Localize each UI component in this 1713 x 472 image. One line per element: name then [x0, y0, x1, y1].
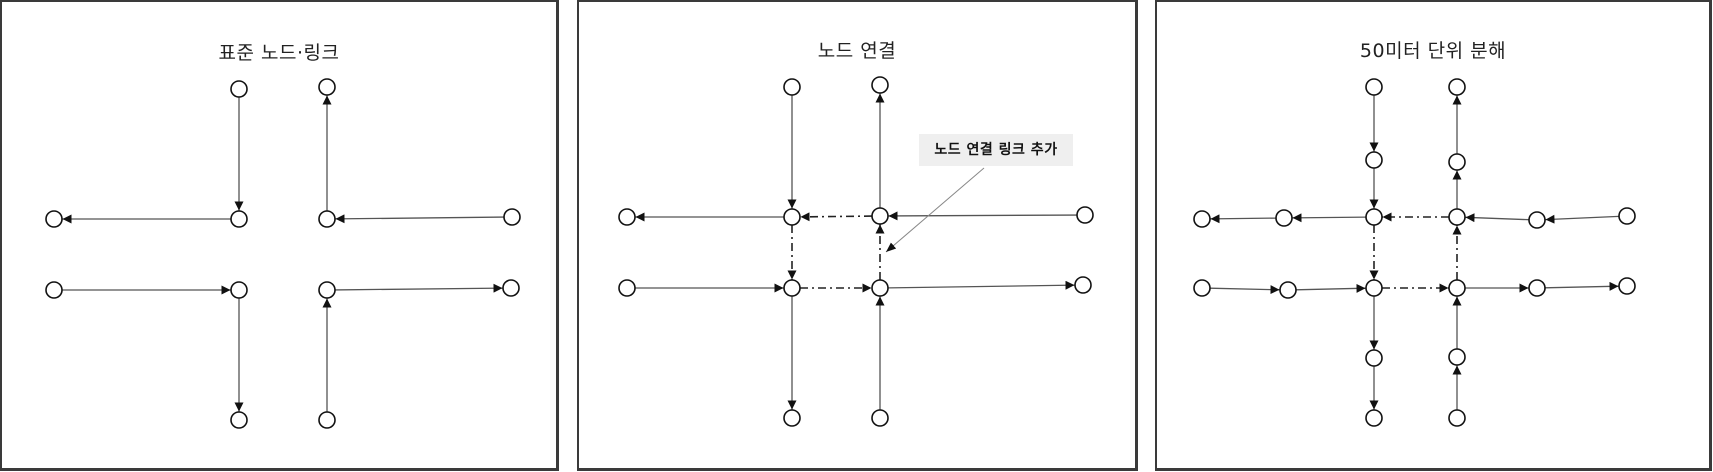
node-circle-icon	[1448, 409, 1466, 427]
node-circle-icon	[318, 281, 336, 299]
panel-decompose-50m: 50미터 단위 분해	[1155, 0, 1712, 471]
link	[1210, 214, 1277, 224]
node-circle-icon	[1448, 208, 1466, 226]
node-circle-icon	[871, 409, 889, 427]
callout-leader-layer	[885, 167, 985, 253]
link	[1209, 285, 1280, 295]
panel-node-connection: 노드 연결	[577, 0, 1138, 471]
node-circle-icon	[783, 279, 801, 297]
node-circle-icon	[502, 279, 520, 297]
link	[1292, 213, 1367, 223]
node-circle-icon	[1618, 207, 1636, 225]
node-circle-icon	[318, 78, 336, 96]
link	[1295, 283, 1366, 293]
link	[888, 211, 1078, 221]
node-circle-icon	[1365, 151, 1383, 169]
node-circle-icon	[871, 279, 889, 297]
links-layer	[62, 93, 1620, 412]
node-circle-icon	[1076, 206, 1094, 224]
link	[1544, 281, 1619, 291]
node-circle-icon	[230, 210, 248, 228]
link	[887, 280, 1075, 290]
panel-title-decompose-50m: 50미터 단위 분해	[1359, 40, 1507, 62]
node-circle-icon	[318, 210, 336, 228]
panel-title-standard: 표준 노드·링크	[218, 42, 340, 64]
node-circle-icon	[618, 208, 636, 226]
link	[1545, 214, 1620, 224]
node-circle-icon	[1193, 210, 1211, 228]
node-circle-icon	[45, 281, 63, 299]
node-circle-icon	[503, 208, 521, 226]
link	[335, 214, 505, 224]
panel-standard: 표준 노드·링크	[0, 0, 559, 471]
node-circle-icon	[230, 281, 248, 299]
callout-leader-arrow	[885, 167, 985, 253]
node-circle-icon	[318, 411, 336, 429]
callout-label-add-connection-link: 노드 연결 링크 추가	[919, 134, 1073, 166]
node-circle-icon	[871, 76, 889, 94]
link	[334, 283, 503, 293]
node-circle-icon	[1275, 209, 1293, 227]
node-circle-icon	[1365, 409, 1383, 427]
link	[1465, 213, 1530, 223]
node-circle-icon	[1074, 276, 1092, 294]
node-circle-icon	[1365, 208, 1383, 226]
node-circle-icon	[783, 409, 801, 427]
node-circle-icon	[1448, 279, 1466, 297]
node-circle-icon	[1365, 78, 1383, 96]
panel-title-node-connection: 노드 연결	[817, 40, 897, 62]
node-circle-icon	[1528, 211, 1546, 229]
node-circle-icon	[230, 80, 248, 98]
node-circle-icon	[1279, 281, 1297, 299]
node-circle-icon	[1448, 153, 1466, 171]
node-circle-icon	[783, 208, 801, 226]
node-circle-icon	[1528, 279, 1546, 297]
node-circle-icon	[783, 78, 801, 96]
node-circle-icon	[1365, 349, 1383, 367]
connection-link	[800, 212, 873, 222]
node-circle-icon	[230, 411, 248, 429]
node-circle-icon	[1448, 78, 1466, 96]
node-circle-icon	[1193, 279, 1211, 297]
node-circle-icon	[1448, 348, 1466, 366]
node-circle-icon	[1365, 279, 1383, 297]
nodes-layer	[45, 76, 1636, 429]
node-circle-icon	[871, 207, 889, 225]
node-circle-icon	[45, 210, 63, 228]
node-circle-icon	[1618, 277, 1636, 295]
node-circle-icon	[618, 279, 636, 297]
